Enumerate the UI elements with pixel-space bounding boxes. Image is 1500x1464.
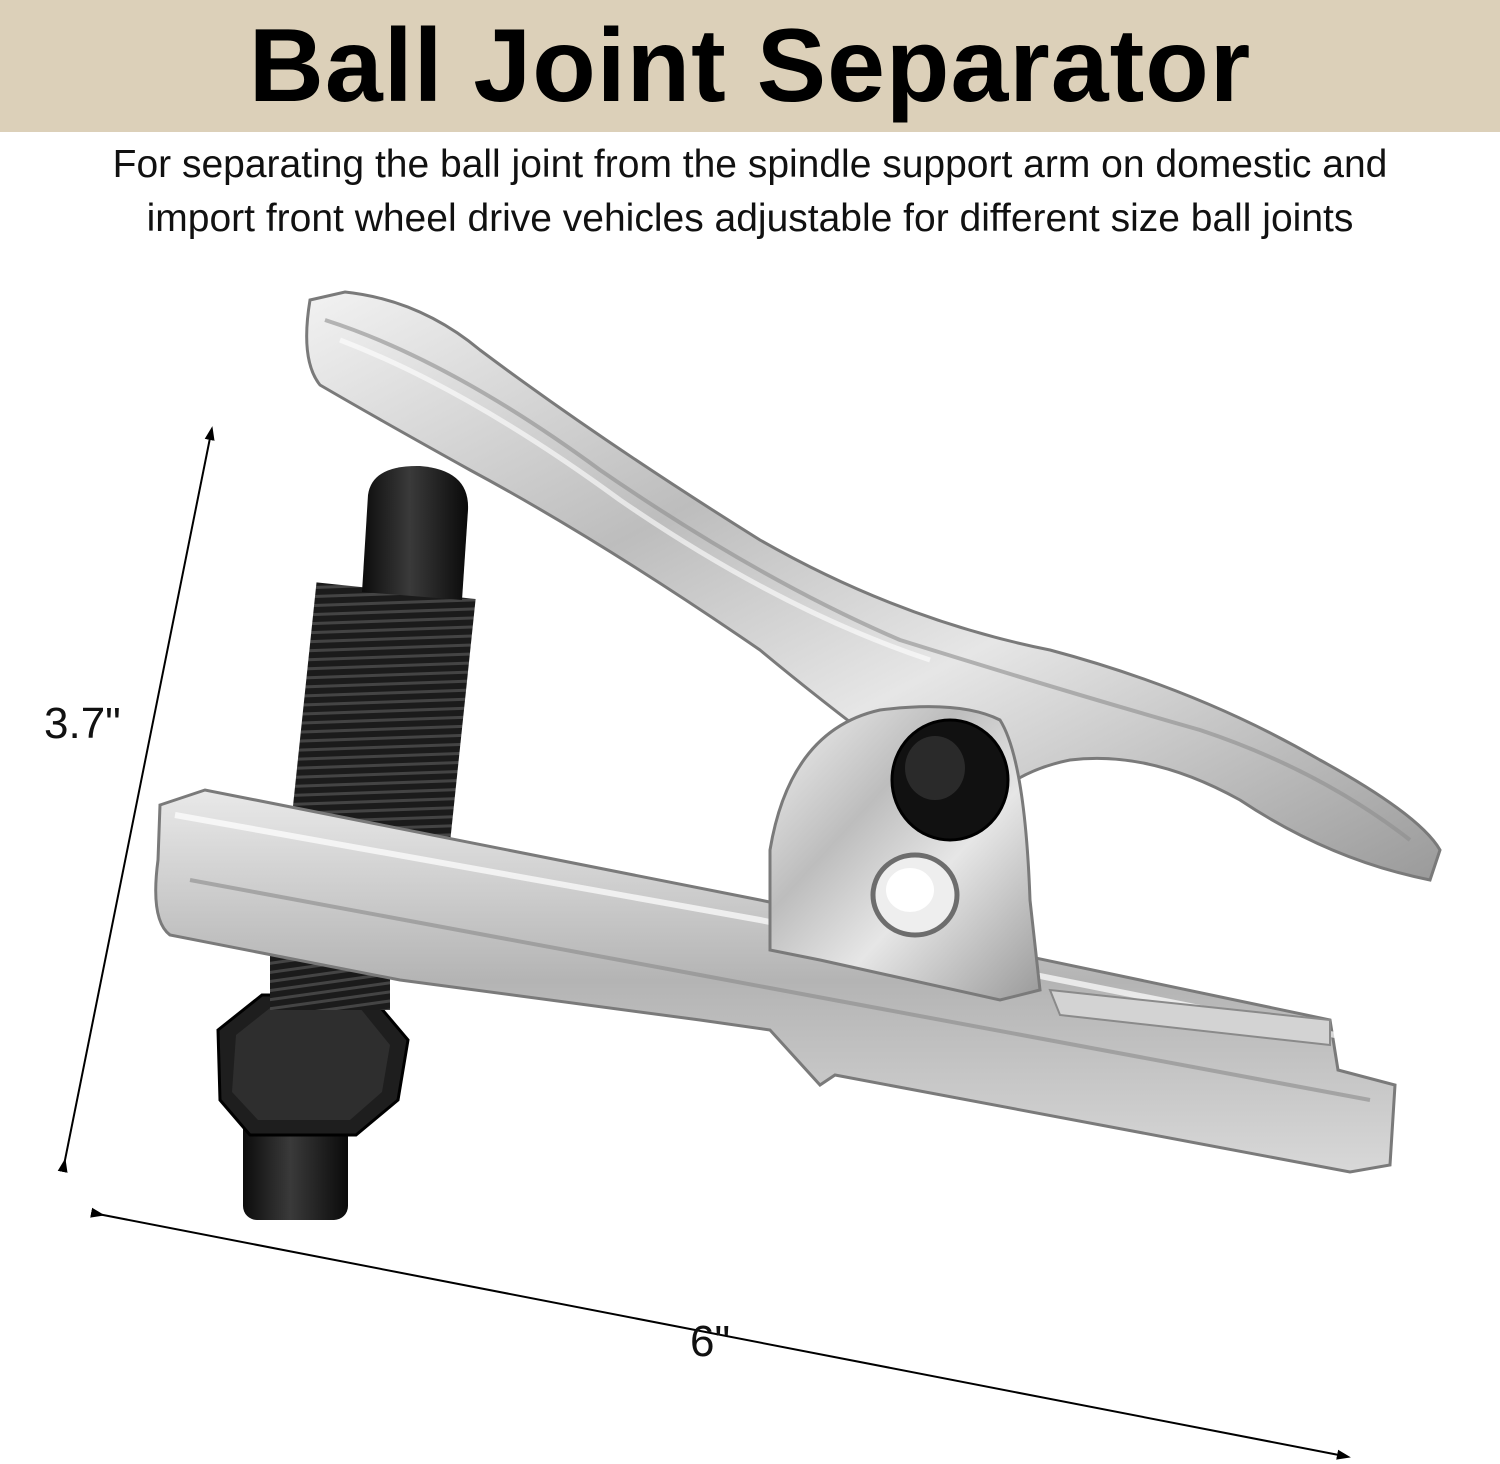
description-line-2: import front wheel drive vehicles adjust… xyxy=(146,197,1354,240)
lever-arm xyxy=(305,290,1442,882)
base-body xyxy=(154,788,1397,1174)
product-description: For separating the ball joint from the s… xyxy=(0,138,1500,246)
bolt-head xyxy=(362,465,469,600)
page-title: Ball Joint Separator xyxy=(248,8,1252,124)
title-banner: Ball Joint Separator xyxy=(0,0,1500,132)
description-line-1: For separating the ball joint from the s… xyxy=(112,143,1388,186)
height-dimension-line xyxy=(57,426,215,1173)
bolt-shaft xyxy=(290,582,476,848)
width-dimension-label: 6" xyxy=(690,1317,731,1366)
ball-joint-separator-image xyxy=(57,290,1442,1460)
height-dimension-label: 3.7" xyxy=(44,699,121,748)
width-dimension-line xyxy=(90,1207,1351,1460)
